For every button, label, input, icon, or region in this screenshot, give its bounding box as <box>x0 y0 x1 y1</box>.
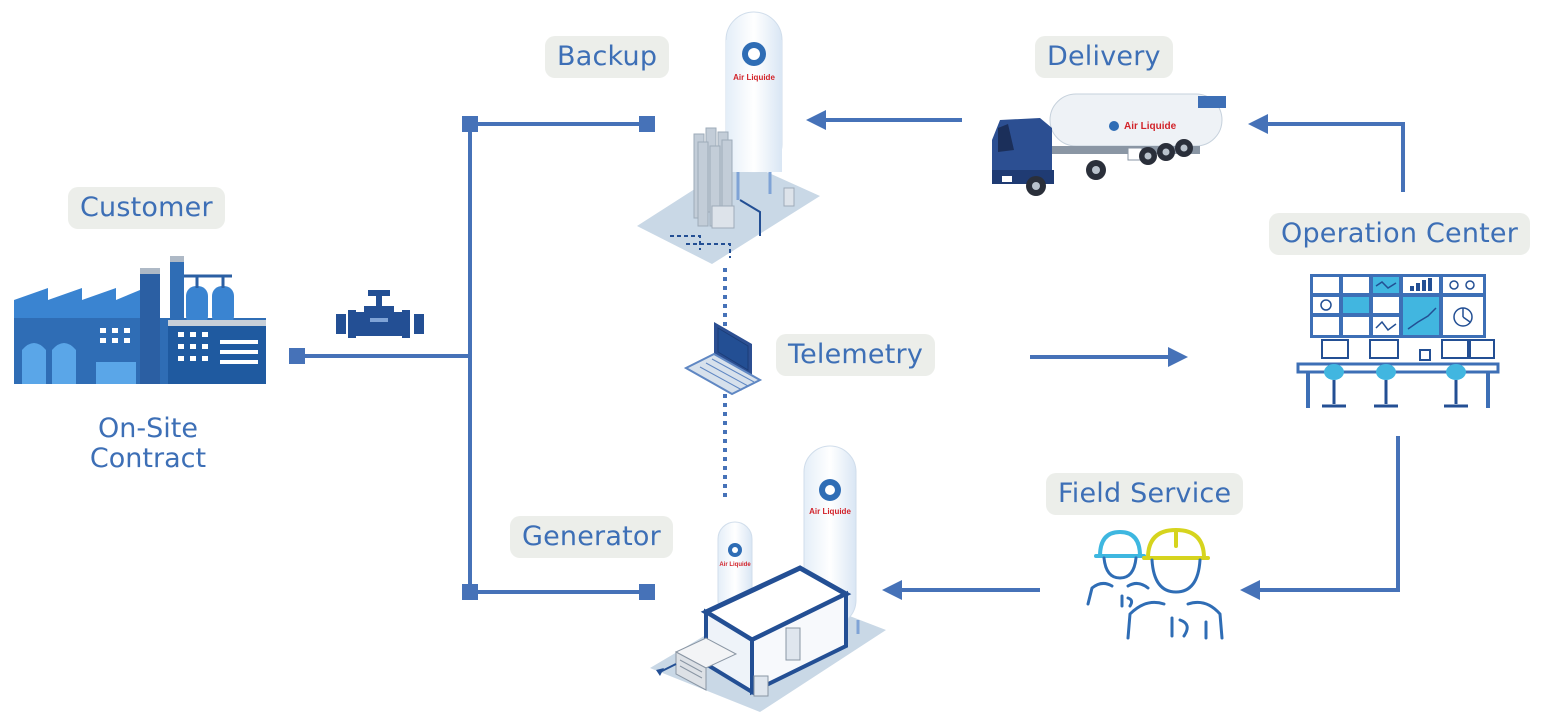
backup-label: Backup <box>545 36 670 78</box>
truck-brand: Air Liquide <box>1124 121 1177 132</box>
field-service-label: Field Service <box>1046 473 1244 515</box>
control-room-chairs <box>1322 364 1468 408</box>
node-junction-bottom <box>462 584 478 600</box>
on-site-line2: Contract <box>89 443 207 474</box>
delivery-label: Delivery <box>1035 36 1173 78</box>
operation-to-field-arrow <box>1240 436 1400 600</box>
node-customer <box>289 348 305 364</box>
technicians-icon <box>1086 528 1224 640</box>
telemetry-label: Telemetry <box>776 334 936 376</box>
node-generator <box>639 584 655 600</box>
laptop-icon <box>683 322 763 396</box>
flow-arrows <box>806 110 1405 600</box>
customer-label: Customer <box>68 187 225 229</box>
factory-icon <box>14 256 266 384</box>
operation-center-label: Operation Center <box>1269 213 1531 255</box>
truck-icon: Air Liquide <box>992 93 1226 196</box>
generator-plant-icon: Air Liquide Air Liquide <box>650 445 886 712</box>
generator-tank-brand: Air Liquide <box>809 507 851 516</box>
backup-tank-brand: Air Liquide <box>733 73 775 82</box>
on-site-contract-label: On-Site Contract <box>60 414 236 474</box>
operation-to-delivery-arrow <box>1248 114 1405 192</box>
on-site-line1: On-Site <box>98 413 198 444</box>
connector-nodes <box>289 116 655 600</box>
backup-tank-icon: Air Liquide <box>637 11 820 264</box>
control-room-icon <box>1296 274 1500 408</box>
node-backup <box>639 116 655 132</box>
valve-icon <box>336 290 424 338</box>
generator-label: Generator <box>510 516 673 558</box>
small-tank-brand: Air Liquide <box>719 562 751 568</box>
node-junction-top <box>462 116 478 132</box>
